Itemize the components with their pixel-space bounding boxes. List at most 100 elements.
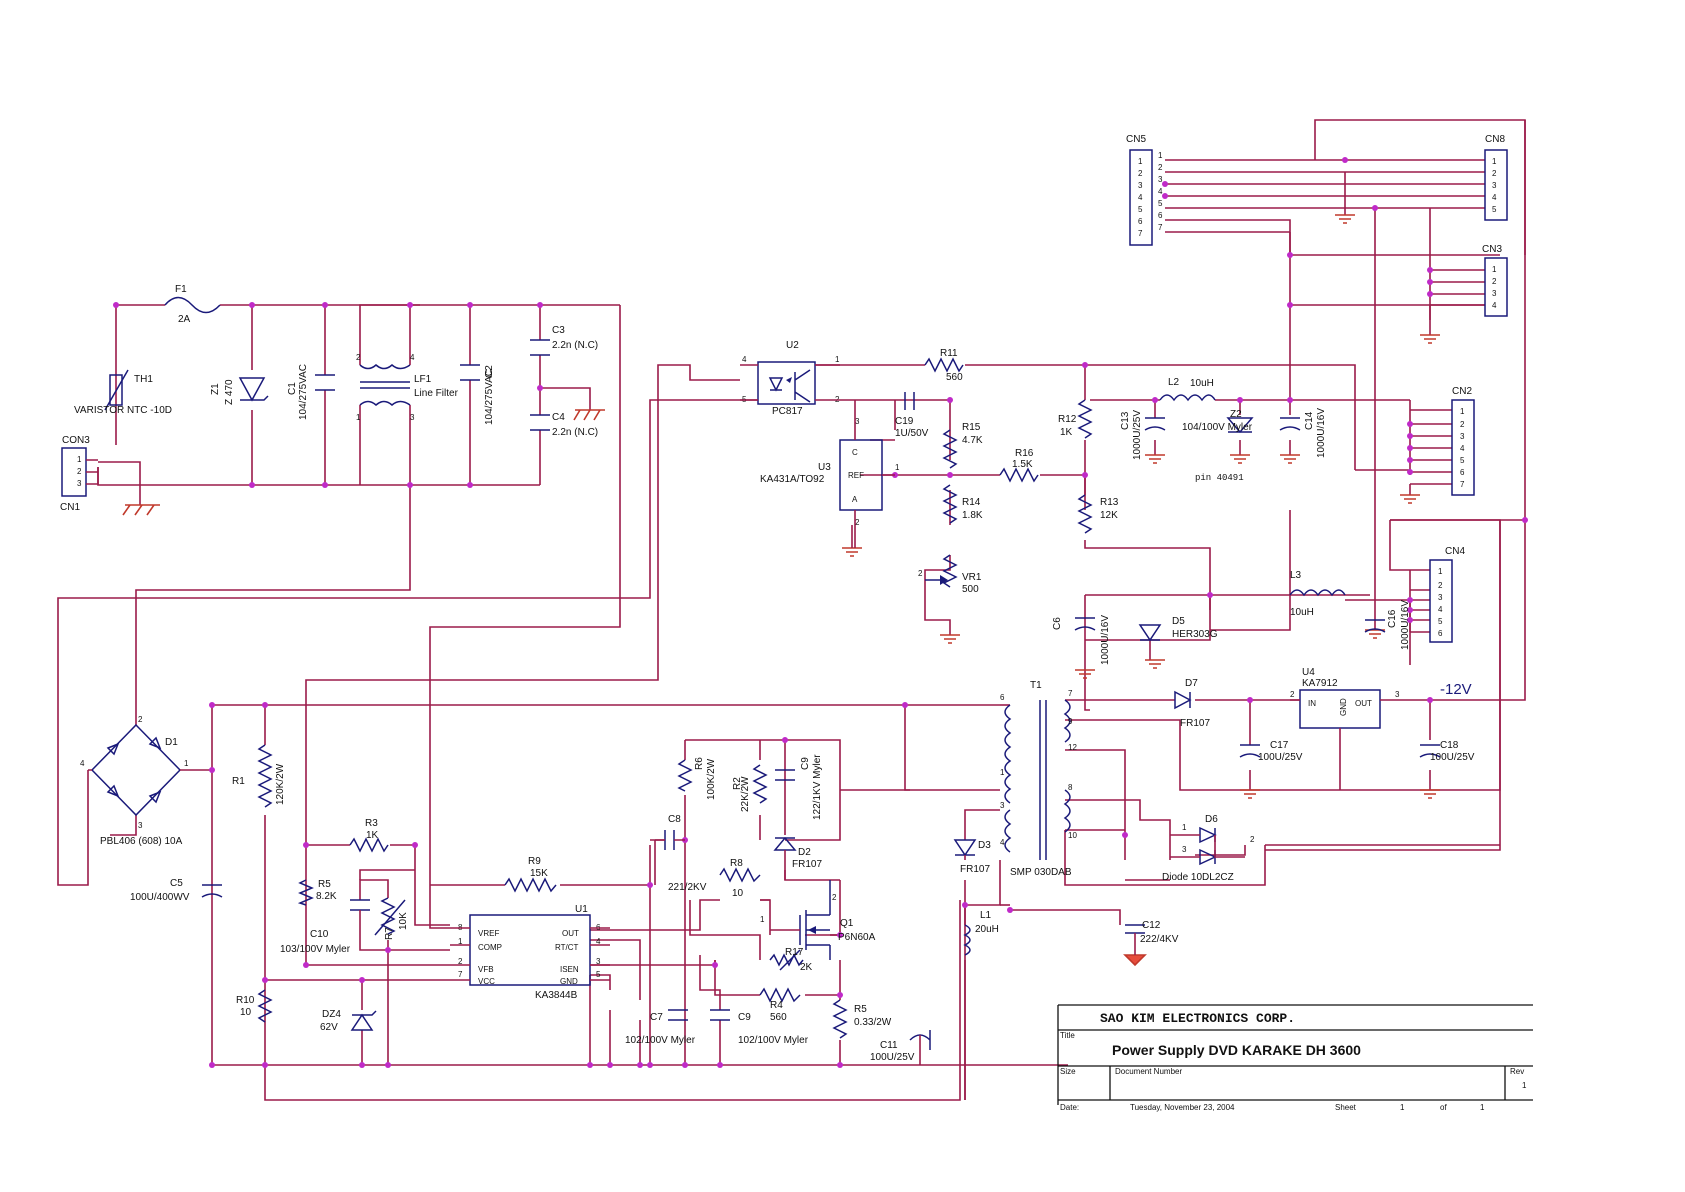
svg-text:C4: C4	[552, 412, 565, 423]
svg-text:104/275VAC: 104/275VAC	[484, 369, 495, 425]
svg-text:10K: 10K	[398, 912, 409, 930]
svg-text:pin 40491: pin 40491	[1195, 473, 1244, 483]
capacitor-c3: C3 2.2n (N.C)	[530, 325, 598, 356]
svg-text:RT/CT: RT/CT	[555, 943, 579, 952]
svg-text:2: 2	[458, 957, 463, 966]
diode-d5: D5 HER303G	[1138, 616, 1218, 642]
resistor-r3: R3 1K	[349, 818, 389, 853]
svg-text:1: 1	[77, 455, 82, 464]
svg-text:5: 5	[1138, 205, 1143, 214]
diode-d6: 132 D6 Diode 10DL2CZ	[1162, 814, 1255, 883]
svg-text:104/275VAC: 104/275VAC	[298, 364, 309, 420]
inductor-l2: L2 10uH	[1159, 377, 1216, 402]
ground-icon	[1123, 940, 1147, 967]
drawing-title: Power Supply DVD KARAKE DH 3600	[1112, 1042, 1361, 1058]
svg-text:2K: 2K	[800, 962, 813, 973]
svg-text:C5: C5	[170, 878, 183, 889]
resistor-r11: R11 560	[924, 348, 964, 383]
svg-text:3: 3	[1182, 845, 1187, 854]
svg-text:3: 3	[1158, 175, 1163, 184]
svg-text:100K/2W: 100K/2W	[706, 758, 717, 800]
connector-cn8: CN8 1 2 3 4 5	[1484, 134, 1508, 221]
capacitor-c14: C14 1000U/16V	[1279, 408, 1327, 458]
svg-text:FR107: FR107	[960, 864, 990, 875]
svg-text:C: C	[852, 448, 858, 457]
svg-text:R5: R5	[318, 879, 331, 890]
svg-text:4: 4	[1492, 193, 1497, 202]
svg-text:2: 2	[1158, 163, 1163, 172]
svg-text:6: 6	[1158, 211, 1163, 220]
svg-text:Z1: Z1	[210, 383, 221, 395]
company-name: SAO KIM ELECTRONICS CORP.	[1100, 1011, 1295, 1026]
svg-text:104/100V Myler: 104/100V Myler	[1182, 422, 1253, 433]
svg-text:C19: C19	[895, 416, 914, 427]
svg-text:1: 1	[1460, 407, 1465, 416]
svg-text:C7: C7	[650, 1012, 663, 1023]
sheet-label: Sheet	[1335, 1103, 1357, 1112]
svg-text:L3: L3	[1290, 570, 1302, 581]
svg-text:FR107: FR107	[1180, 718, 1210, 729]
svg-text:5: 5	[1492, 205, 1497, 214]
svg-text:560: 560	[770, 1012, 787, 1023]
svg-text:4: 4	[1138, 193, 1143, 202]
svg-text:8: 8	[1068, 783, 1073, 792]
svg-text:6: 6	[1138, 217, 1143, 226]
title-label: Title	[1060, 1031, 1075, 1040]
resistor-r7: R7 10K	[374, 897, 409, 940]
svg-text:VREF: VREF	[478, 929, 499, 938]
svg-text:2A: 2A	[178, 314, 191, 325]
svg-text:C12: C12	[1142, 920, 1161, 931]
inductor-l3: L3 10uH	[1289, 570, 1346, 618]
svg-text:R12: R12	[1058, 414, 1077, 425]
svg-text:KA3844B: KA3844B	[535, 990, 578, 1001]
svg-text:3: 3	[596, 957, 601, 966]
ground-icon	[1230, 454, 1250, 464]
svg-text:10: 10	[1068, 831, 1077, 840]
capacitor-c19: C19 1U/50V	[895, 392, 929, 439]
svg-text:15K: 15K	[530, 868, 548, 879]
svg-text:KA431A/TO92: KA431A/TO92	[760, 474, 825, 485]
svg-text:1K: 1K	[1060, 427, 1073, 438]
svg-text:102/100V Myler: 102/100V Myler	[738, 1035, 809, 1046]
svg-text:3: 3	[1492, 289, 1497, 298]
varistor-th1: TH1 VARISTOR NTC -10D	[74, 369, 172, 416]
svg-text:C6: C6	[1052, 617, 1063, 630]
svg-text:D5: D5	[1172, 616, 1185, 627]
svg-text:C3: C3	[552, 325, 565, 336]
svg-text:R8: R8	[730, 858, 743, 869]
sheet-value: 1	[1400, 1103, 1405, 1112]
rev-label: Rev	[1510, 1067, 1524, 1076]
svg-text:CON3: CON3	[62, 435, 90, 446]
title-block: SAO KIM ELECTRONICS CORP. Title Power Su…	[1057, 1004, 1533, 1112]
svg-text:HER303G: HER303G	[1172, 629, 1218, 640]
ground-icon	[940, 634, 960, 644]
svg-text:0.33/2W: 0.33/2W	[854, 1017, 892, 1028]
svg-text:CN4: CN4	[1445, 546, 1465, 557]
svg-text:5: 5	[596, 970, 601, 979]
svg-text:D7: D7	[1185, 678, 1198, 689]
optocoupler-u2: 45 12 U2 PC817	[740, 340, 855, 417]
capacitor-c4: C4 2.2n (N.C)	[530, 412, 598, 438]
svg-text:IN: IN	[1308, 699, 1316, 708]
svg-text:2: 2	[1138, 169, 1143, 178]
svg-text:1: 1	[895, 463, 900, 472]
svg-text:R17: R17	[785, 947, 804, 958]
date-value: Tuesday, November 23, 2004	[1130, 1103, 1235, 1112]
svg-text:5: 5	[1438, 617, 1443, 626]
svg-text:C1: C1	[287, 382, 298, 395]
svg-text:D1: D1	[165, 737, 178, 748]
svg-text:3: 3	[1492, 181, 1497, 190]
zener-z2: Z2 104/100V Myler pin 40491	[1182, 409, 1254, 483]
rev-value: 1	[1522, 1081, 1527, 1090]
svg-text:C16: C16	[1387, 609, 1398, 628]
ground-symbols	[122, 214, 1440, 967]
svg-text:1: 1	[458, 937, 463, 946]
svg-text:6: 6	[1000, 693, 1005, 702]
document-number-label: Document Number	[1115, 1067, 1182, 1076]
svg-text:2: 2	[1438, 581, 1443, 590]
chassis-ground-icon	[573, 409, 605, 421]
svg-text:102/100V Myler: 102/100V Myler	[625, 1035, 696, 1046]
svg-text:2: 2	[77, 467, 82, 476]
svg-text:DZ4: DZ4	[322, 1009, 341, 1020]
